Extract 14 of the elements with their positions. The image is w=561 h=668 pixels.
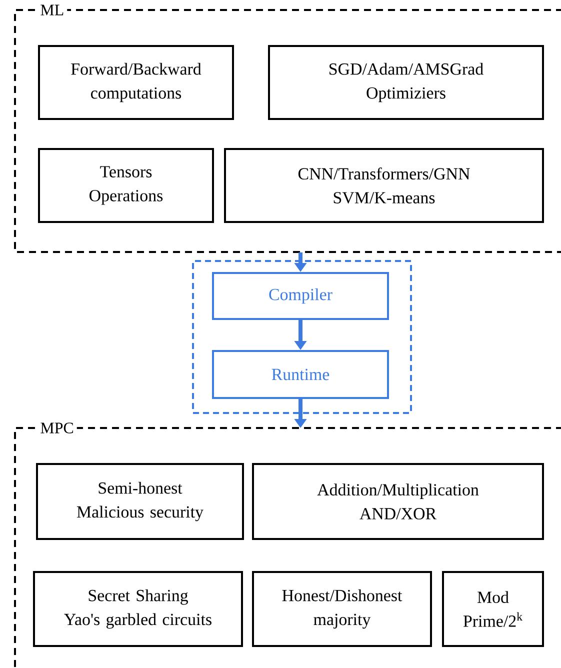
dashed-box	[192, 260, 412, 414]
process-box: Semi-honest Malicious security	[36, 463, 244, 540]
process-box: Mod Prime/2$^{k}$	[442, 571, 544, 647]
process-box: Compiler	[212, 272, 389, 320]
process-box: Tensors Operations	[38, 148, 214, 223]
process-box: CNN/Transformers/GNN SVM/K-means	[224, 148, 544, 223]
process-box: Honest/Dishonest majority	[252, 571, 432, 647]
process-box: SGD/Adam/AMSGrad Optimiziers	[268, 45, 544, 120]
node-label: MPC	[40, 422, 73, 434]
process-box: Secret Sharing Yao's garbled circuits	[33, 571, 243, 647]
node-label: ML	[40, 4, 64, 16]
process-box: Addition/Multiplication AND/XOR	[252, 463, 544, 540]
process-box: Forward/Backward computations	[38, 45, 234, 120]
process-box: Runtime	[212, 350, 389, 399]
